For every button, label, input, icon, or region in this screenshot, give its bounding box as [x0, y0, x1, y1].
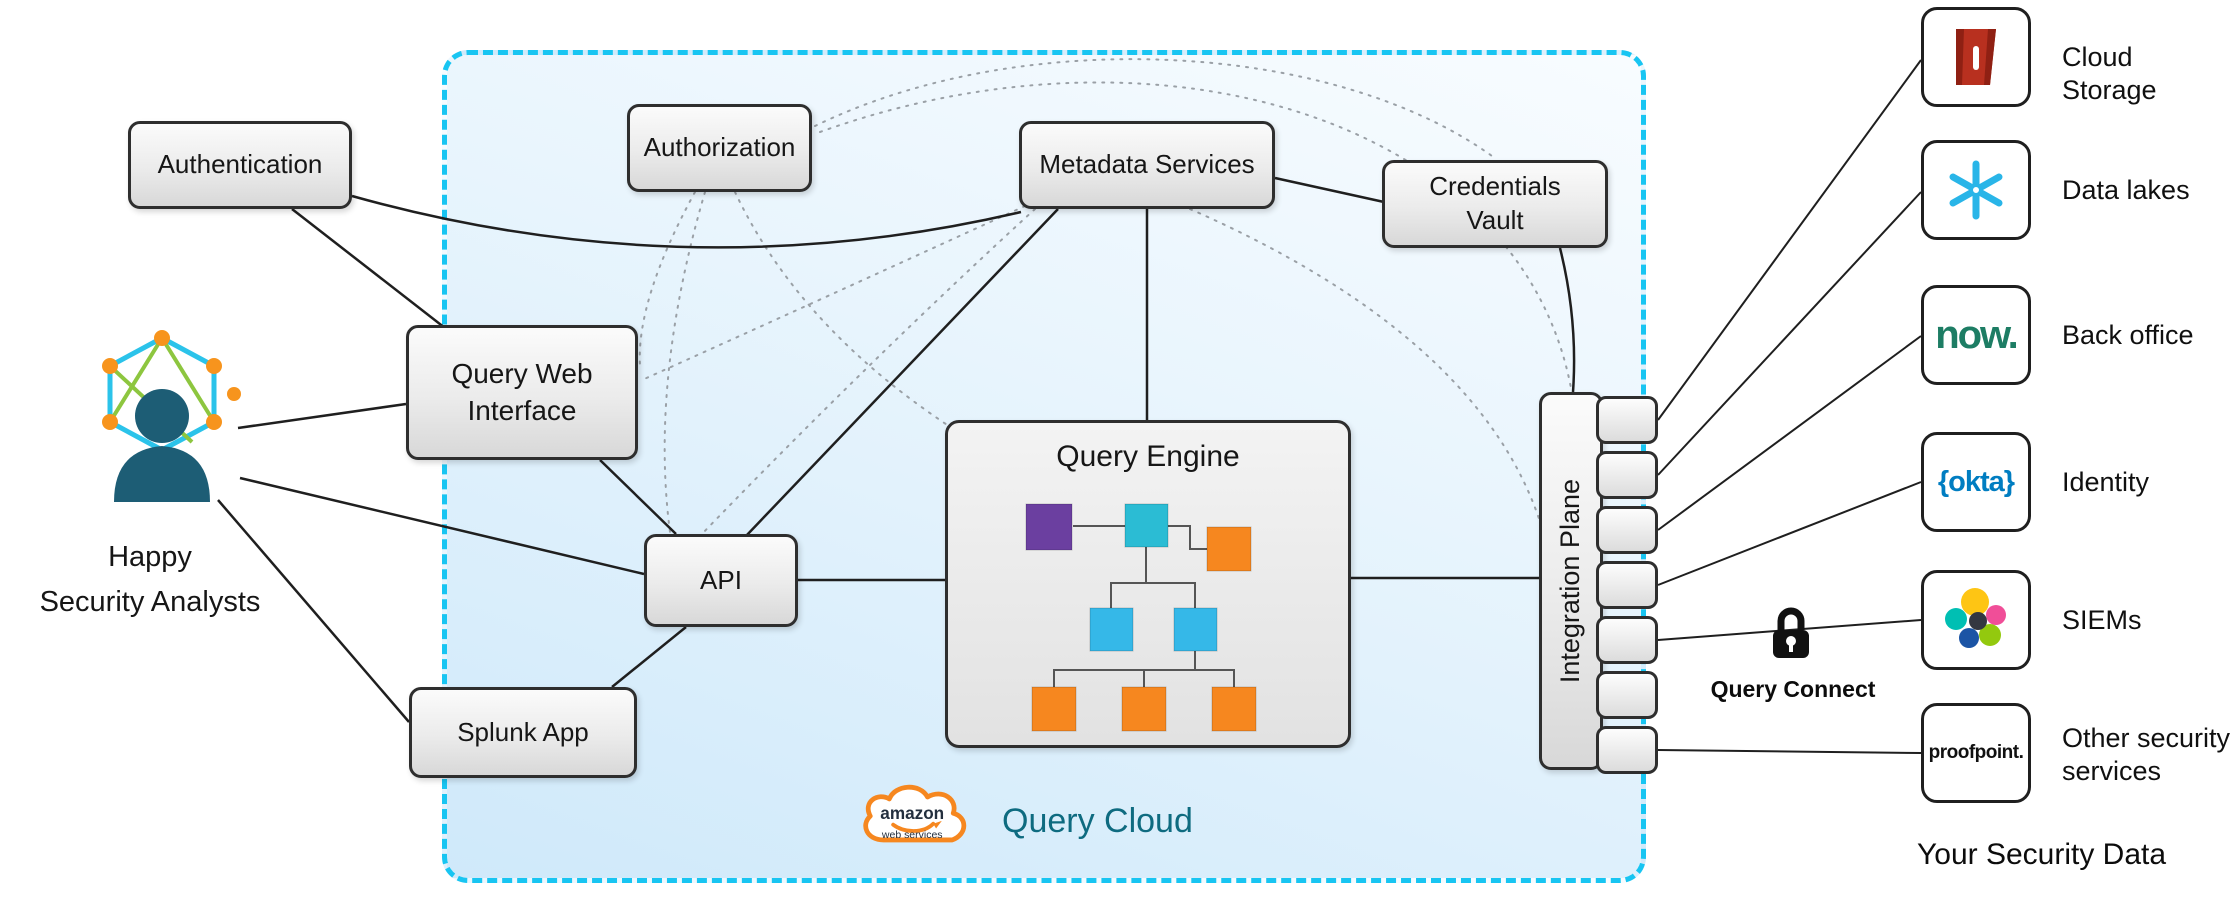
back-office-label: Back office	[2062, 320, 2194, 350]
node-splunk-app: Splunk App	[409, 687, 637, 778]
proofpoint-logo-icon: proofpoint.	[1928, 742, 2024, 763]
node-authorization-label: Authorization	[643, 132, 796, 163]
aws-smile	[891, 821, 936, 833]
tree-node-orange	[1121, 686, 1167, 732]
tree-node-cyan	[1124, 503, 1169, 548]
back-office-icon-box: now.	[1921, 285, 2031, 385]
node-integration-plane: Integration Plane	[1539, 392, 1603, 770]
node-authentication: Authentication	[128, 121, 352, 209]
solid-connectors	[217, 59, 1922, 754]
integration-port	[1596, 396, 1658, 444]
query-connect-label: Query Connect	[1710, 676, 1876, 702]
integration-port	[1596, 671, 1658, 719]
aws-smile-arrow	[933, 820, 942, 829]
identity-label: Identity	[2062, 467, 2150, 497]
tree-nodes	[1025, 503, 1257, 732]
node-query-web-interface: Query Web Interface	[406, 325, 638, 460]
other-security-label: Other security services	[2062, 723, 2231, 786]
tree-node-cyan	[1173, 607, 1218, 652]
tree-node-orange	[1031, 686, 1077, 732]
siems-label: SIEMs	[2062, 605, 2142, 635]
node-integration-plane-label: Integration Plane	[1555, 478, 1586, 684]
your-security-data-label: Your Security Data	[1917, 838, 2167, 871]
aws-logo: amazon web services	[863, 784, 967, 843]
node-metadata-services-label: Metadata Services	[1039, 149, 1255, 180]
data-lakes-icon-box	[1921, 140, 2031, 240]
analysts-label: Happy Security Analysts	[10, 535, 290, 625]
lock-icon	[1773, 607, 1809, 658]
analysts-label-line1: Happy	[108, 541, 192, 573]
identity-icon-box: {okta}	[1921, 432, 2031, 532]
snowflake-icon	[1949, 160, 2003, 220]
tree-node-purple	[1025, 503, 1073, 551]
tree-node-orange	[1211, 686, 1257, 732]
person-icon	[114, 389, 210, 502]
analysts-label-line2: Security Analysts	[39, 585, 261, 618]
node-api: API	[644, 534, 798, 627]
data-lakes-label: Data lakes	[2062, 175, 2190, 205]
query-cloud-caption: Query Cloud	[1002, 802, 1193, 840]
aws-sub-text: web services	[881, 830, 943, 841]
okta-logo-icon: {okta}	[1937, 465, 2015, 498]
siems-icon-box	[1921, 570, 2031, 670]
analyst-network-graphic	[102, 330, 241, 502]
node-credentials-vault: Credentials Vault	[1382, 160, 1608, 248]
node-splunk-app-label: Splunk App	[457, 716, 589, 747]
node-authentication-label: Authentication	[157, 149, 323, 180]
cloud-storage-label: Cloud Storage	[2062, 42, 2157, 105]
node-authorization: Authorization	[627, 104, 812, 192]
s3-bucket-icon	[1956, 29, 1996, 85]
integration-port	[1596, 726, 1658, 774]
aws-brand-text: amazon	[880, 803, 944, 823]
node-query-engine: Query Engine	[945, 420, 1351, 748]
node-credentials-vault-label: Credentials Vault	[1429, 171, 1561, 235]
dotted-connectors	[638, 58, 1572, 551]
node-query-engine-label: Query Engine	[1056, 440, 1240, 473]
integration-port	[1596, 616, 1658, 664]
node-metadata-services: Metadata Services	[1019, 121, 1275, 209]
tree-edges	[1053, 525, 1235, 687]
aws-cloud-shape	[863, 784, 967, 843]
query-engine-tree-graphic	[1025, 503, 1257, 732]
network-nodes	[102, 330, 241, 430]
tree-node-orange	[1206, 526, 1252, 572]
other-security-icon-box: proofpoint.	[1921, 703, 2031, 803]
node-api-label: API	[700, 564, 742, 595]
cloud-storage-icon-box	[1921, 7, 2031, 107]
integration-port	[1596, 561, 1658, 609]
tree-node-cyan	[1089, 607, 1134, 652]
integration-port	[1596, 506, 1658, 554]
elastic-logo-icon	[1945, 588, 2006, 648]
integration-port	[1596, 451, 1658, 499]
servicenow-logo-icon: now.	[1935, 312, 2019, 357]
node-query-web-interface-label: Query Web Interface	[451, 358, 593, 426]
